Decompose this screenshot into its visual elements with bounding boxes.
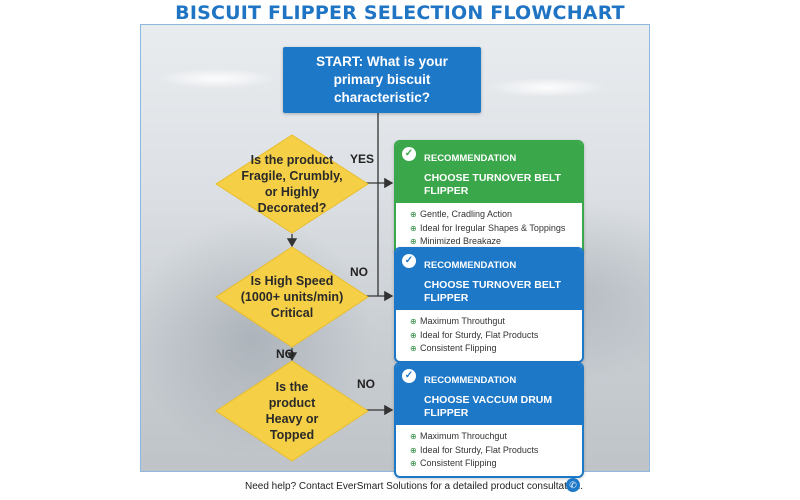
card-tag: RECOMMENDATION <box>424 153 517 164</box>
phone-icon[interactable]: ✆ <box>566 478 580 492</box>
bullet-icon: ⊕ <box>410 432 417 441</box>
card-tag: RECOMMENDATION <box>424 260 517 271</box>
bullet-icon: ⊕ <box>410 344 417 353</box>
card-header: ✓ RECOMMENDATION CHOOSE TURNOVER BELT FL… <box>396 142 582 203</box>
recommendation-card-2: ✓ RECOMMENDATION CHOOSE TURNOVER BELT FL… <box>394 247 584 363</box>
bullet-icon: ⊕ <box>410 223 417 233</box>
list-item: ⊕Minimized Breakaze <box>410 235 574 249</box>
decision-text-2: Is High Speed (1000+ units/min) Critical <box>240 274 344 320</box>
check-circle-icon: ✓ <box>402 254 416 268</box>
decision-text-1: Is the product Fragile, Crumbly, or High… <box>241 153 343 215</box>
list-item: ⊕Ideal for Sturdy, Flat Products <box>410 444 574 458</box>
no-label-1: NO <box>350 265 368 279</box>
bullet-icon: ⊕ <box>410 459 417 468</box>
card-list: ⊕Gentle, Cradling Action ⊕Ideal for Ireg… <box>396 203 582 254</box>
recommendation-card-3: ✓ RECOMMENDATION CHOOSE VACCUM DRUM FLIP… <box>394 362 584 478</box>
list-item: ⊕Ideal for Sturdy, Flat Products <box>410 329 574 343</box>
start-box: START: What is your primary biscuit char… <box>283 47 481 113</box>
footer-help-text: Need help? Contact EverSmart Solutions f… <box>245 481 583 492</box>
card-title: CHOOSE VACCUM DRUM FLIPPER <box>424 394 553 419</box>
card-list: ⊕Maximum Throuthgut ⊕Ideal for Sturdy, F… <box>396 310 582 361</box>
bullet-icon: ⊕ <box>410 317 417 326</box>
bullet-icon: ⊕ <box>410 330 417 340</box>
no-label-3: NO <box>357 377 375 391</box>
card-header: ✓ RECOMMENDATION CHOOSE TURNOVER BELT FL… <box>396 249 582 310</box>
check-circle-icon: ✓ <box>402 147 416 161</box>
decision-text-3: Is the product Heavy or Topped <box>265 380 319 442</box>
list-item: ⊕Consistent Flipping <box>410 457 574 471</box>
no-label-2: NO <box>276 347 294 361</box>
card-title: CHOOSE TURNOVER BELT FLIPPER <box>424 279 561 304</box>
bullet-icon: ⊕ <box>410 445 417 455</box>
yes-label: YES <box>350 152 375 166</box>
check-circle-icon: ✓ <box>402 369 416 383</box>
bullet-icon: ⊕ <box>410 210 417 219</box>
card-title: CHOOSE TURNOVER BELT FLIPPER <box>424 172 561 197</box>
list-item: ⊕Gentle, Cradling Action <box>410 208 574 222</box>
list-item: ⊕Maximum Throuchgut <box>410 430 574 444</box>
page-title: BISCUIT FLIPPER SELECTION FLOWCHART <box>175 2 625 24</box>
list-item: ⊕Ideal for Iregular Shapes & Toppings <box>410 222 574 236</box>
bullet-icon: ⊕ <box>410 237 417 246</box>
card-list: ⊕Maximum Throuchgut ⊕Ideal for Sturdy, F… <box>396 425 582 476</box>
list-item: ⊕Maximum Throuthgut <box>410 315 574 329</box>
card-tag: RECOMMENDATION <box>424 375 517 386</box>
card-header: ✓ RECOMMENDATION CHOOSE VACCUM DRUM FLIP… <box>396 364 582 425</box>
recommendation-card-1: ✓ RECOMMENDATION CHOOSE TURNOVER BELT FL… <box>394 140 584 256</box>
list-item: ⊕Consistent Flipping <box>410 342 574 356</box>
